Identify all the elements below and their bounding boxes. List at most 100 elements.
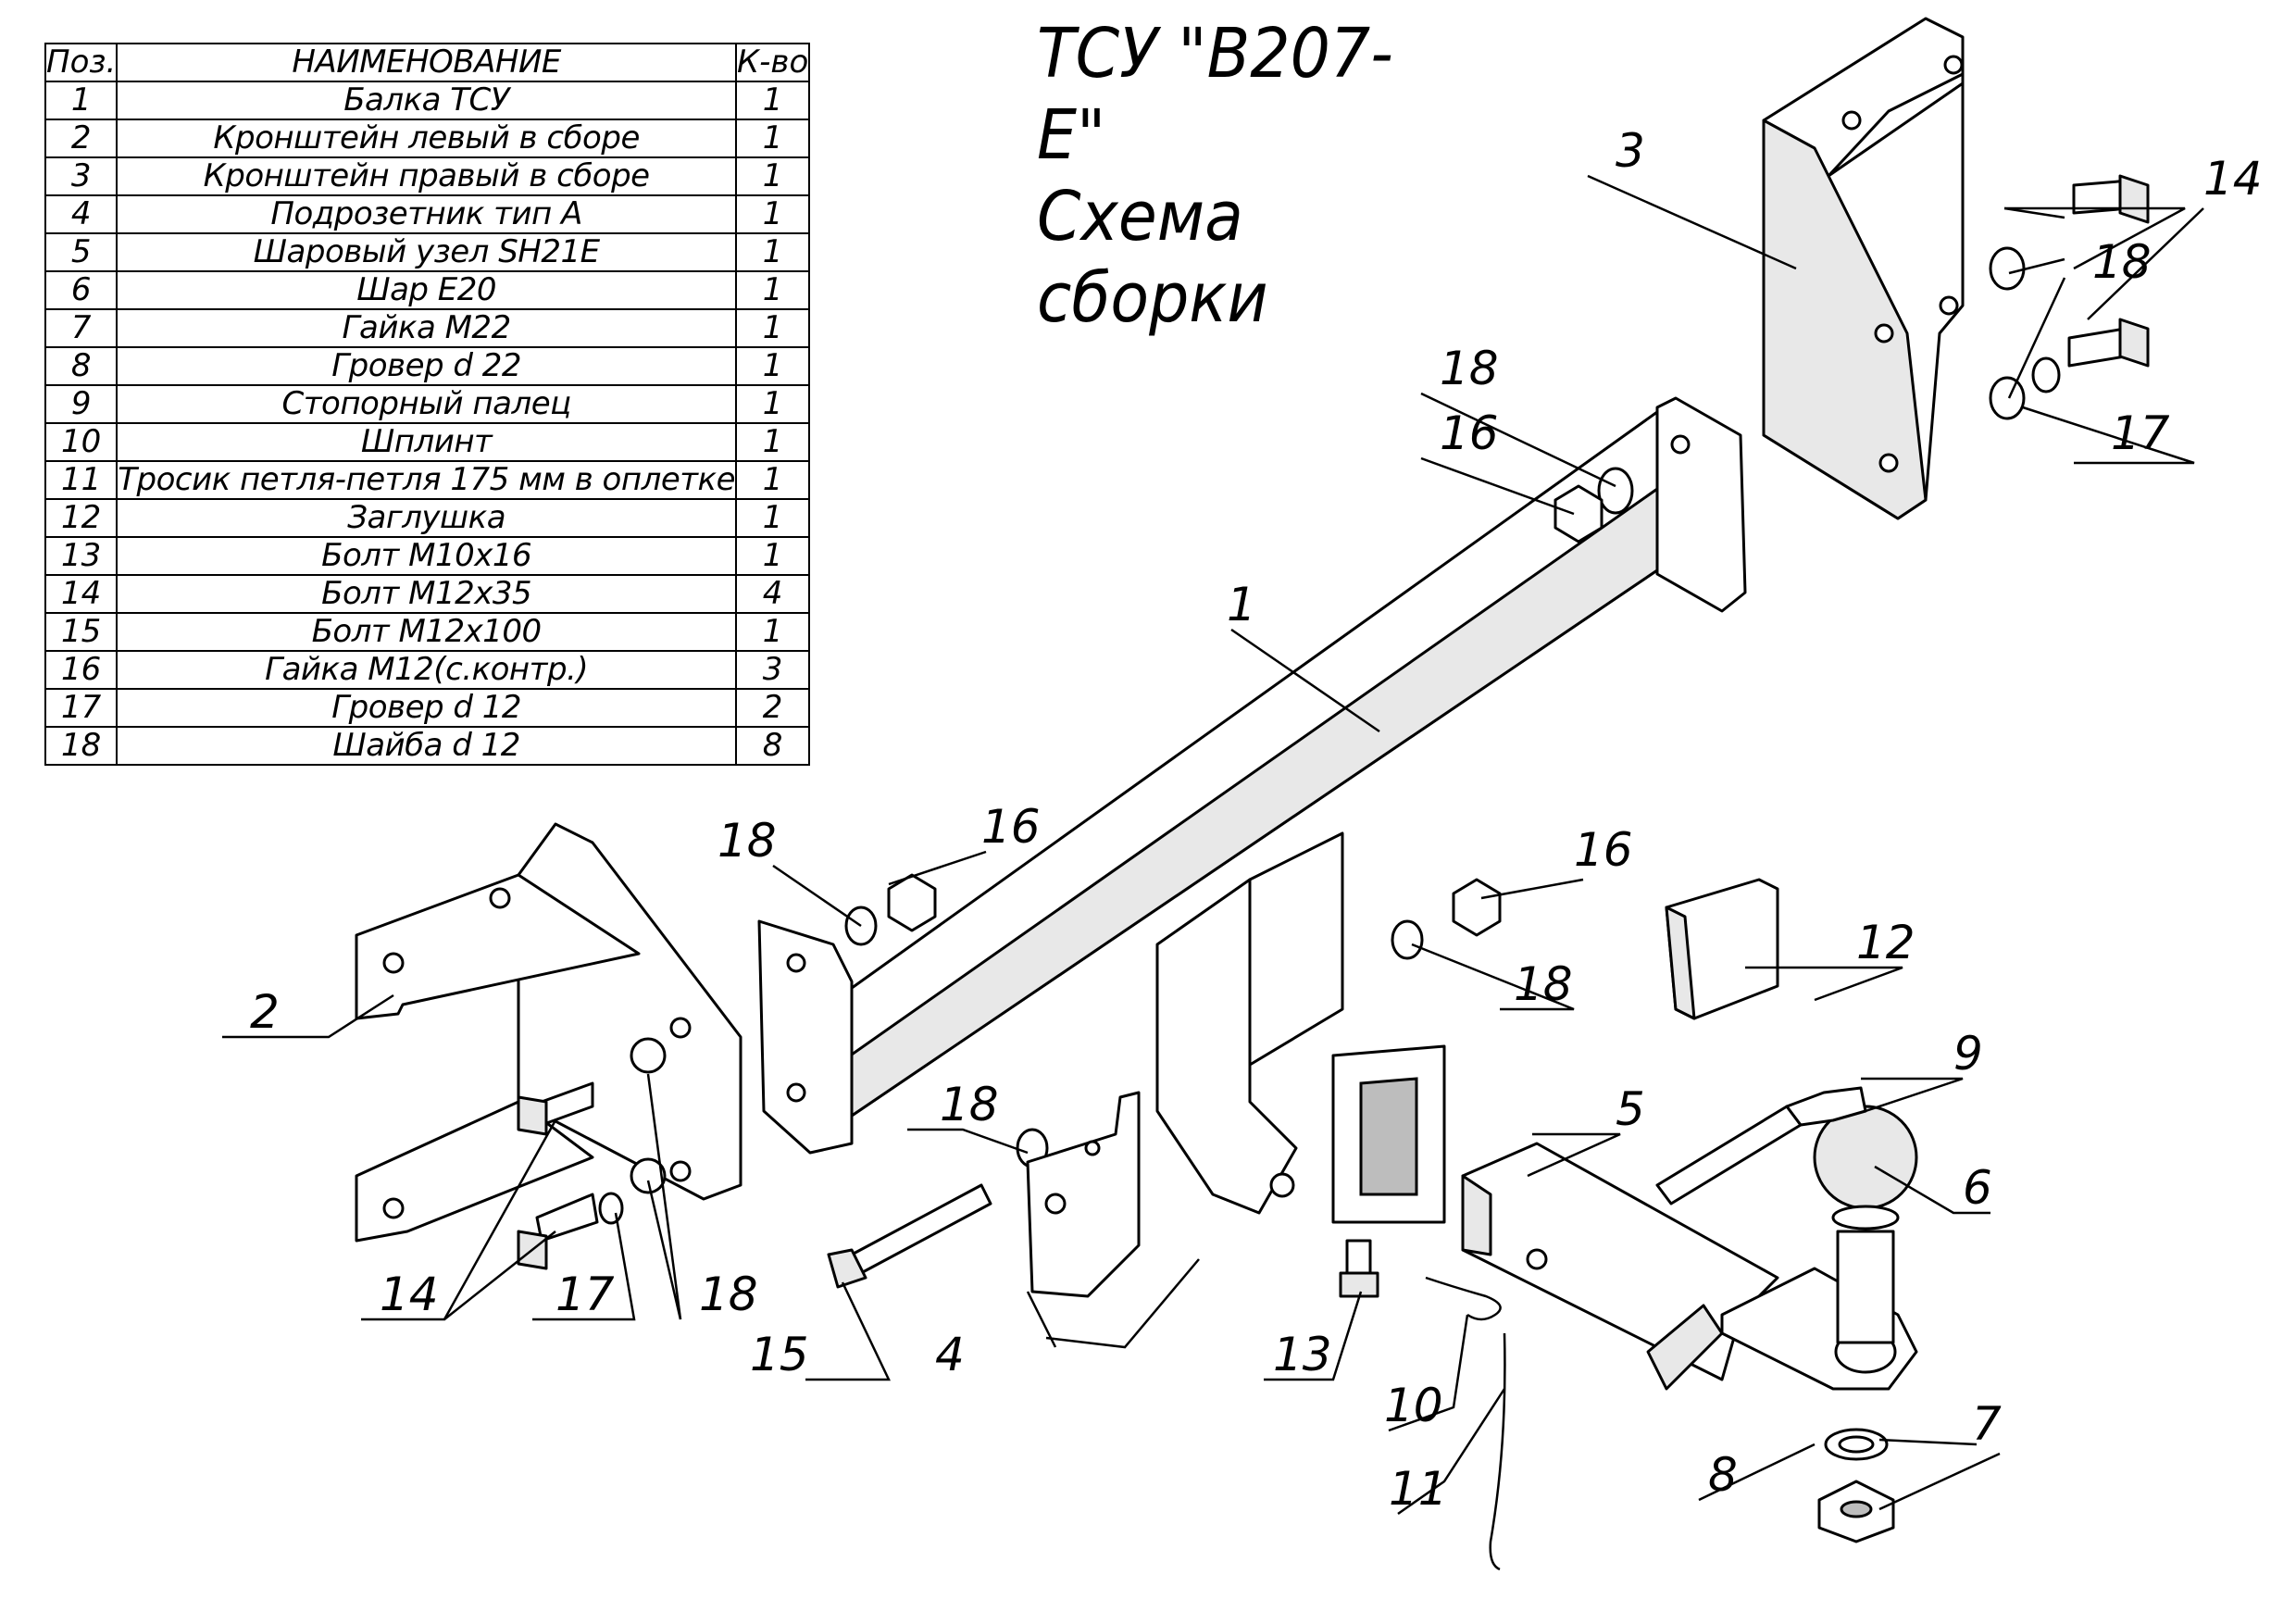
name-cell: Балка ТСУ xyxy=(116,81,737,120)
pos-cell: 6 xyxy=(44,270,119,310)
qty-cell: 1 xyxy=(734,612,811,652)
part-2-left-bracket xyxy=(355,822,742,1243)
qty-cell: 1 xyxy=(734,232,811,272)
name-cell: Болт М12х100 xyxy=(116,612,737,652)
pos-cell: 7 xyxy=(44,308,119,348)
pos-cell: 11 xyxy=(44,460,119,500)
pos-cell: 1 xyxy=(44,81,119,120)
qty-cell: 1 xyxy=(734,194,811,234)
name-cell: Болт М12х35 xyxy=(116,574,737,614)
part-12-plug xyxy=(1665,878,1779,1020)
callout-17-left: 17 xyxy=(555,1268,615,1321)
qty-cell: 2 xyxy=(734,688,811,728)
callout-5: 5 xyxy=(1616,1082,1645,1136)
part-6-ball xyxy=(1813,1105,1918,1344)
part-11-cable xyxy=(1489,1332,1506,1571)
qty-cell: 1 xyxy=(734,81,811,120)
part-8-grover-d22 xyxy=(1824,1428,1889,1461)
pos-cell: 13 xyxy=(44,536,119,576)
callout-18-mid: 18 xyxy=(1514,957,1573,1011)
callout-14-left: 14 xyxy=(380,1268,439,1321)
name-cell: Подрозетник тип А xyxy=(116,194,737,234)
pos-cell: 16 xyxy=(44,650,119,690)
pos-cell: 18 xyxy=(44,726,119,766)
pos-cell: 12 xyxy=(44,498,119,538)
callout-18-bracket: 18 xyxy=(699,1268,758,1321)
qty-cell: 1 xyxy=(734,346,811,386)
qty-cell: 1 xyxy=(734,308,811,348)
callout-16-left: 16 xyxy=(981,800,1041,854)
callout-16-top: 16 xyxy=(1440,406,1499,460)
name-cell: Шаровый узел SH21E xyxy=(116,232,737,272)
callout-18-socket: 18 xyxy=(940,1078,999,1131)
pos-cell: 10 xyxy=(44,422,119,462)
qty-cell: 1 xyxy=(734,460,811,500)
header-pos: Поз. xyxy=(44,43,119,82)
callout-8: 8 xyxy=(1708,1448,1738,1502)
callout-6: 6 xyxy=(1963,1161,1992,1215)
callout-3: 3 xyxy=(1616,124,1645,178)
name-cell: Шплинт xyxy=(116,422,737,462)
part-10-split-pin xyxy=(1425,1276,1502,1321)
name-cell: Гайка М22 xyxy=(116,308,737,348)
part-13-small-bolt xyxy=(1339,1239,1379,1298)
callout-11: 11 xyxy=(1389,1462,1448,1516)
leader-lines xyxy=(222,174,2204,1516)
name-cell: Стопорный палец xyxy=(116,384,737,424)
callout-13: 13 xyxy=(1273,1328,1332,1381)
qty-cell: 4 xyxy=(734,574,811,614)
qty-cell: 1 xyxy=(734,119,811,158)
callout-15: 15 xyxy=(750,1328,809,1381)
callout-1: 1 xyxy=(1227,578,1256,631)
qty-cell: 1 xyxy=(734,384,811,424)
name-cell: Кронштейн левый в сборе xyxy=(116,119,737,158)
qty-cell: 1 xyxy=(734,270,811,310)
part-14-bolts xyxy=(517,174,2150,1270)
header-qty: К-во xyxy=(734,43,811,82)
qty-cell: 1 xyxy=(734,422,811,462)
name-cell: Шайба d 12 xyxy=(116,726,737,766)
callout-18-right: 18 xyxy=(2092,235,2152,289)
pos-cell: 9 xyxy=(44,384,119,424)
name-cell: Кронштейн правый в сборе xyxy=(116,156,737,196)
part-15-long-bolt xyxy=(827,1183,992,1289)
name-cell: Гайка М12(с.контр.) xyxy=(116,650,737,690)
pos-cell: 8 xyxy=(44,346,119,386)
name-cell: Гровер d 22 xyxy=(116,346,737,386)
pos-cell: 5 xyxy=(44,232,119,272)
drawing-title: ТСУ "В207-Е" Схема сборки xyxy=(1037,13,1446,339)
part-1-beam xyxy=(757,396,1747,1224)
qty-cell: 1 xyxy=(734,536,811,576)
qty-cell: 8 xyxy=(734,726,811,766)
name-cell: Гровер d 12 xyxy=(116,688,737,728)
callout-14-top: 14 xyxy=(2203,152,2263,206)
callout-17-right: 17 xyxy=(2111,406,2170,460)
callout-9: 9 xyxy=(1953,1027,1983,1081)
name-cell: Болт М10х16 xyxy=(116,536,737,576)
part-9-locking-pin xyxy=(1655,1086,1867,1206)
header-name: НАИМЕНОВАНИЕ xyxy=(116,43,737,82)
qty-cell: 3 xyxy=(734,650,811,690)
callout-16-mid: 16 xyxy=(1574,823,1633,877)
callout-labels: 3 1 2 18 16 14 18 17 16 18 16 18 12 9 5 … xyxy=(250,124,2263,1516)
callout-18-left: 18 xyxy=(718,814,777,868)
callout-12: 12 xyxy=(1856,916,1915,969)
pos-cell: 3 xyxy=(44,156,119,196)
